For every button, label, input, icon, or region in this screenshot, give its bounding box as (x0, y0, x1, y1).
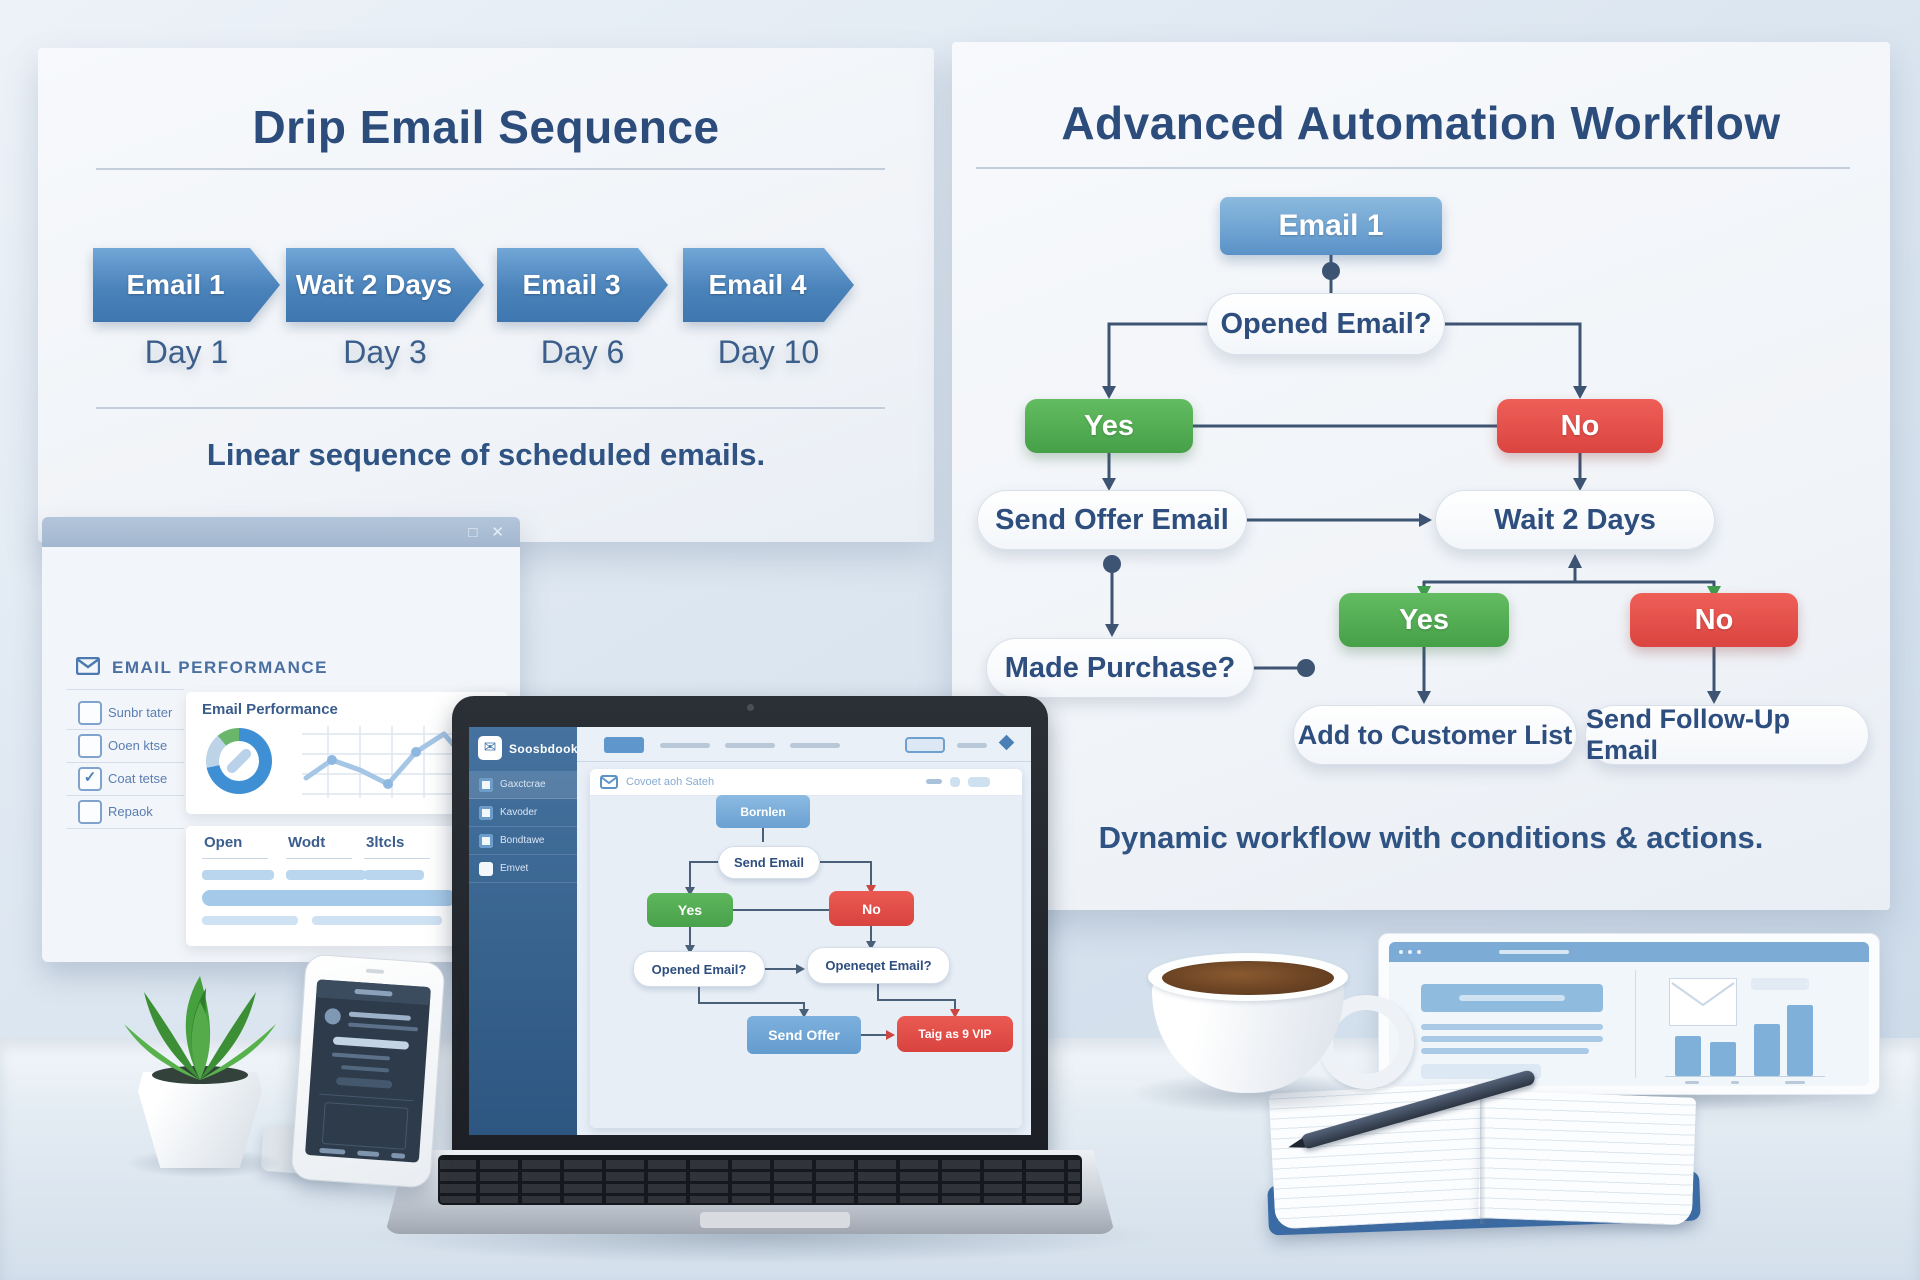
divider (976, 167, 1850, 169)
checkbox[interactable] (78, 800, 102, 824)
laptop-touchpad (700, 1212, 850, 1228)
drip-day-label: Day 6 (540, 334, 625, 370)
laptop-keyboard (438, 1155, 1082, 1205)
app-nav-item[interactable]: Kavoder (469, 799, 577, 827)
checkbox[interactable] (78, 701, 102, 725)
app-nav-item[interactable]: Gaxctcrae (469, 771, 577, 799)
laptop-app-sidebar: ✉ Soosbdook Gaxctcrae Kavoder Bondtawe E… (469, 727, 578, 1135)
workflow-panel-title: Advanced Automation Workflow (1061, 97, 1781, 149)
flow-node-yes-2: Yes (1339, 593, 1509, 647)
canvas-header-label: Covoet aoh Sateh (626, 776, 715, 788)
app-logo-icon: ✉ (478, 736, 502, 760)
app-brand-name: Soosbdook (509, 742, 578, 756)
laptop-screen: ✉ Soosbdook Gaxctcrae Kavoder Bondtawe E… (452, 696, 1048, 1158)
app-toolbar (577, 727, 1031, 762)
drip-day-label: Day 10 (717, 334, 820, 370)
workflow-connectors (1102, 253, 1721, 704)
canvas-node-send-email: Send Email (718, 846, 820, 879)
table-header: Wodt (288, 834, 326, 851)
nav-icon (479, 805, 493, 820)
canvas-node-opened-email-1: Opened Email? (633, 951, 765, 987)
sidebar-item-label[interactable]: Sunbr tater (108, 705, 173, 720)
minimize-icon[interactable]: □ (468, 523, 478, 541)
window-header-title: EMAIL PERFORMANCE (112, 658, 328, 677)
automation-workflow-panel: Advanced Automation Workflow (952, 42, 1890, 910)
drip-step-1: Email 1 Day 1 (93, 248, 280, 371)
nav-icon (479, 833, 493, 848)
canvas-node-yes: Yes (647, 893, 733, 927)
sidebar-item-label[interactable]: Coat tetse (108, 771, 168, 786)
dashboard-topbar (1389, 942, 1869, 962)
drip-day-label: Day 1 (144, 334, 229, 370)
divider (96, 168, 885, 170)
flow-node-send-follow-up-email: Send Follow-Up Email (1585, 704, 1869, 765)
flow-node-wait-2-days: Wait 2 Days (1435, 490, 1715, 550)
toolbar-button-outline[interactable] (905, 737, 945, 753)
app-nav-item[interactable]: Emvet (469, 855, 577, 883)
phone (290, 953, 446, 1189)
flow-node-send-offer-email: Send Offer Email (977, 490, 1247, 550)
dashboard-screen (1378, 933, 1880, 1095)
drip-chevron: Email 4 (683, 248, 854, 322)
envelope-icon (76, 657, 100, 675)
close-icon[interactable]: ✕ (491, 524, 504, 541)
table-header: 3ltcls (366, 834, 405, 851)
analytics-card-heading: Email Performance (202, 701, 338, 718)
window-titlebar: □ ✕ (42, 517, 520, 547)
drip-panel-title: Drip Email Sequence (252, 101, 720, 153)
divider (96, 407, 885, 409)
donut-chart (206, 728, 272, 794)
canvas-node-tag-vip: Taig as 9 VIP (897, 1016, 1013, 1052)
phone-content-card (321, 1102, 409, 1150)
plant-pot (138, 1072, 262, 1168)
email-performance-window: □ ✕ EMAIL PERFORMANCE Sunbr tater Ooen k… (42, 517, 520, 962)
flow-node-no-1: No (1497, 399, 1663, 453)
sidebar-item-label[interactable]: Repaok (108, 804, 153, 819)
canvas-node-send-offer: Send Offer (747, 1016, 861, 1054)
notebook-page-right (1477, 1090, 1697, 1226)
checkbox[interactable] (78, 734, 102, 758)
drip-chevron: Email 3 (497, 248, 668, 322)
table-header: Open (204, 834, 243, 851)
workflow-panel-caption: Dynamic workflow with conditions & actio… (1098, 820, 1764, 855)
webcam-dot (747, 704, 754, 711)
flow-node-opened-email: Opened Email? (1207, 293, 1445, 355)
drip-day-label: Day 3 (343, 334, 427, 370)
flow-node-made-purchase: Made Purchase? (986, 638, 1254, 698)
succulent-plant (124, 976, 276, 1080)
drip-step-2: Wait 2 Days Day 3 (286, 248, 484, 371)
canvas-node-top: Bornlen (716, 795, 810, 828)
drip-step-3: Email 3 Day 6 (497, 248, 668, 371)
phone-screen (305, 979, 431, 1163)
nav-icon (479, 861, 493, 876)
checkbox-checked[interactable]: ✓ (78, 767, 102, 791)
envelope-card (1669, 978, 1737, 1026)
drip-sequence-panel: Drip Email Sequence Email 1 Day 1 Wait 2… (38, 48, 934, 542)
canvas-header: Covoet aoh Sateh (590, 769, 1022, 796)
workflow-canvas: Covoet aoh Sateh (590, 769, 1022, 1128)
phone-speaker (365, 968, 385, 974)
drip-chevron: Wait 2 Days (286, 248, 484, 322)
toolbar-button[interactable] (604, 737, 644, 753)
nav-icon (479, 777, 493, 792)
flow-node-add-to-customer-list: Add to Customer List (1293, 705, 1577, 765)
canvas-node-opened-email-2: Openeqet Email? (807, 947, 950, 984)
drip-step-4: Email 4 Day 10 (683, 248, 854, 371)
flow-node-email1: Email 1 (1220, 197, 1442, 255)
coffee-surface (1162, 961, 1334, 995)
notebook-crease (1480, 1092, 1486, 1224)
diamond-icon (998, 734, 1015, 751)
drip-panel-caption: Linear sequence of scheduled emails. (206, 437, 766, 472)
analytics-card: Email Performance (186, 692, 508, 814)
envelope-icon (600, 775, 618, 789)
flow-node-no-2: No (1630, 593, 1798, 647)
dashboard-screen-content (1389, 942, 1869, 1086)
sidebar-item-label[interactable]: Ooen ktse (108, 738, 168, 753)
canvas-node-no: No (829, 891, 914, 926)
app-nav-item[interactable]: Bondtawe (469, 827, 577, 855)
drip-chevron: Email 1 (93, 248, 280, 322)
laptop-base (385, 1150, 1115, 1234)
flow-node-yes-1: Yes (1025, 399, 1193, 453)
laptop-app-window: ✉ Soosbdook Gaxctcrae Kavoder Bondtawe E… (469, 727, 1031, 1135)
